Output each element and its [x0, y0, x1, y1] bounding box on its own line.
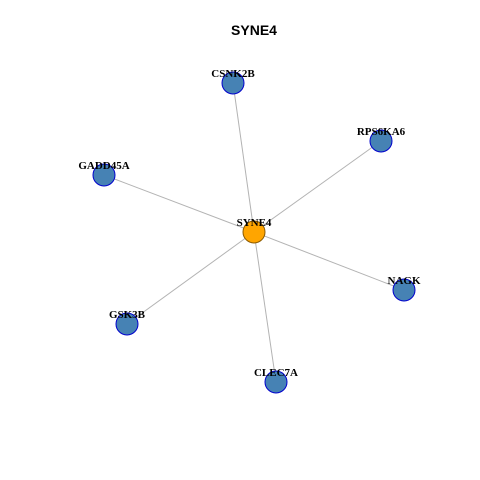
node-circle[interactable]: [92, 163, 116, 187]
edge-syne4-rps6ka6: [253, 140, 382, 233]
node-clec7a[interactable]: CLEC7A: [254, 367, 298, 394]
node-label: GSK3B: [109, 309, 146, 321]
node-circle[interactable]: [221, 71, 245, 95]
edges-layer: [103, 82, 405, 383]
node-csnk2b[interactable]: CSNK2B: [211, 68, 255, 95]
node-circle[interactable]: [392, 278, 416, 302]
node-label: NAGK: [388, 275, 421, 287]
edge-syne4-gadd45a: [103, 174, 255, 233]
node-circle[interactable]: [264, 370, 288, 394]
node-label: CLEC7A: [254, 367, 298, 379]
graph-title: SYNE4: [231, 22, 277, 38]
edge-syne4-gsk3b: [126, 231, 255, 325]
node-circle[interactable]: [242, 220, 266, 244]
node-gadd45a[interactable]: GADD45A: [78, 160, 130, 187]
node-nagk[interactable]: NAGK: [388, 275, 421, 302]
node-label: SYNE4: [237, 217, 272, 229]
edge-syne4-nagk: [253, 231, 405, 291]
node-rps6ka6[interactable]: RPS6KA6: [357, 126, 406, 153]
edge-syne4-clec7a: [253, 231, 277, 383]
node-gsk3b[interactable]: GSK3B: [109, 309, 146, 336]
node-circle[interactable]: [369, 129, 393, 153]
node-syne4[interactable]: SYNE4: [237, 217, 272, 244]
node-circle[interactable]: [115, 312, 139, 336]
node-label: GADD45A: [78, 160, 129, 172]
node-label: CSNK2B: [211, 68, 255, 80]
node-label: RPS6KA6: [357, 126, 406, 138]
edge-syne4-csnk2b: [232, 82, 255, 233]
